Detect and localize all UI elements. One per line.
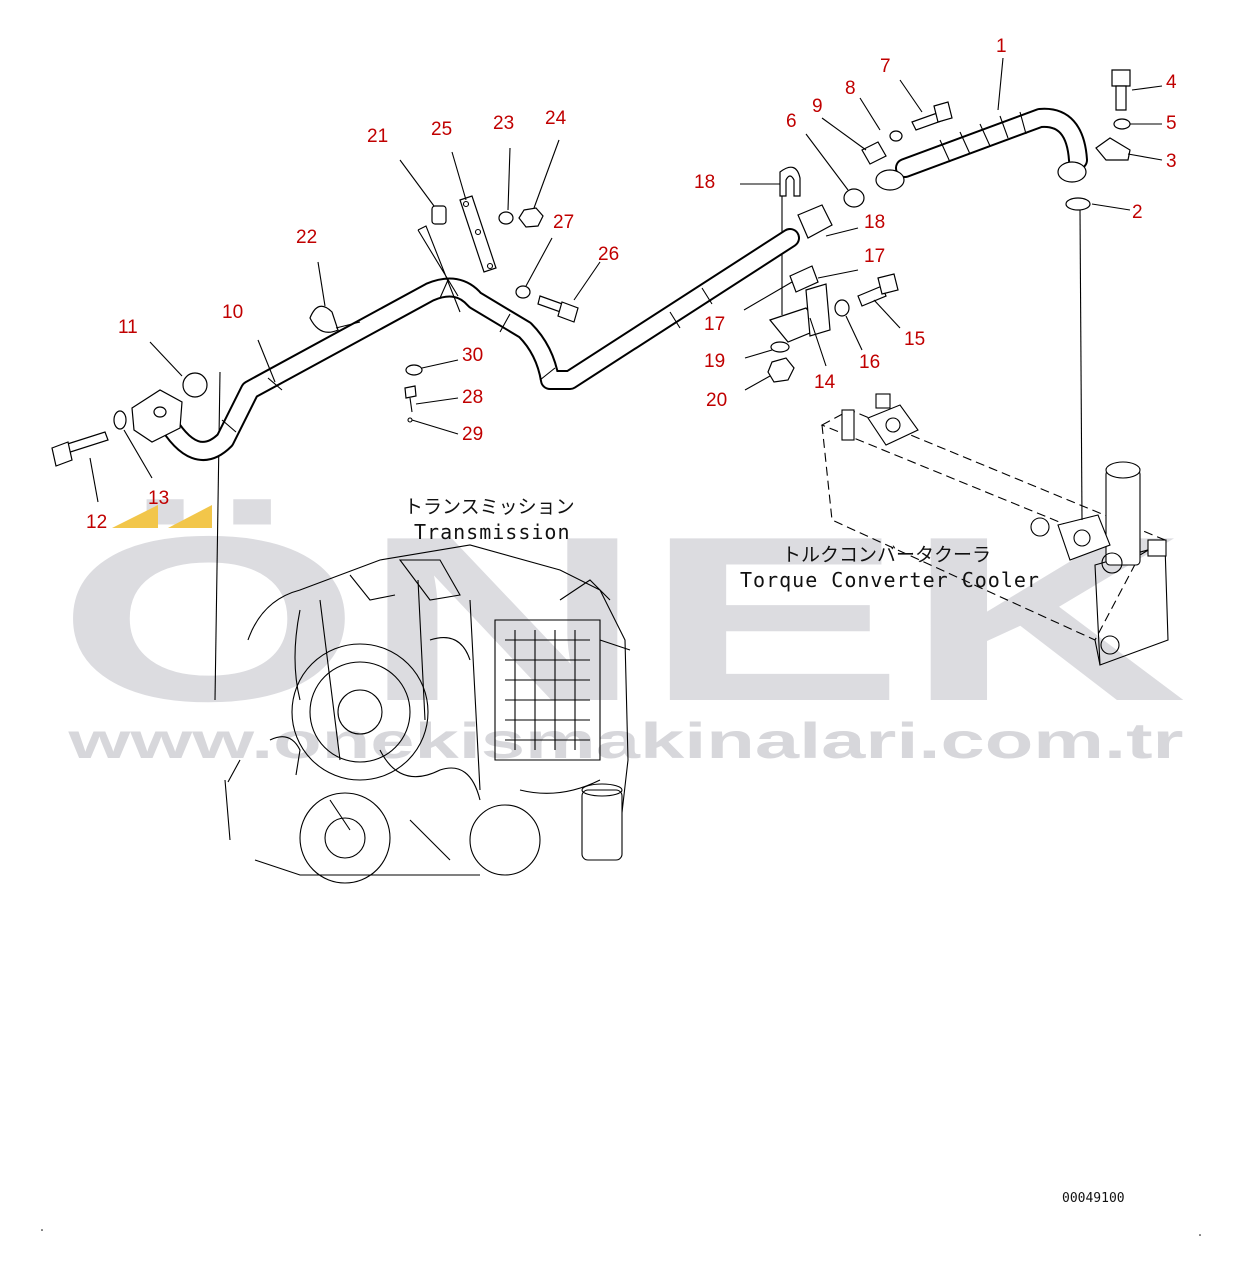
callout-6: 6	[786, 111, 797, 132]
watermark: ÖNEK www.onekismakinalari.com.tr	[57, 487, 1187, 769]
callout-19: 19	[704, 351, 725, 372]
cooler-label-jp: トルクコンバータクーラ	[782, 544, 991, 566]
corner-mark-right	[1199, 1234, 1201, 1236]
callout-12: 12	[86, 512, 107, 533]
transmission-label-jp: トランスミッション	[404, 496, 575, 518]
callout-2: 2	[1132, 202, 1143, 223]
callout-26: 26	[598, 244, 619, 265]
callout-27: 27	[553, 212, 574, 233]
watermark-brand: ÖNEK	[57, 487, 1187, 750]
callout-20: 20	[706, 390, 727, 411]
hose-fitting-right	[1057, 161, 1087, 183]
watermark-accent-right	[168, 505, 212, 528]
drawing-code: 00049100	[1062, 1191, 1125, 1206]
callout-4: 4	[1166, 72, 1177, 93]
callout-17-lower: 17	[704, 314, 725, 335]
hose-1	[875, 107, 1088, 191]
callout-21: 21	[367, 126, 388, 147]
callout-28: 28	[462, 387, 483, 408]
callout-13: 13	[148, 488, 169, 509]
callout-15: 15	[904, 329, 925, 350]
callouts: 1 2 3 4 5 6 7 8 9 10 11 12 13 14 15 16 1…	[86, 36, 1177, 533]
callout-29: 29	[462, 424, 483, 445]
hose-fitting-left	[875, 169, 905, 191]
callout-5: 5	[1166, 113, 1177, 134]
callout-17-upper: 17	[864, 246, 885, 267]
callout-7: 7	[880, 56, 891, 77]
callout-14: 14	[814, 372, 836, 393]
cooler-illustration	[820, 393, 1169, 666]
callout-18-left: 18	[694, 172, 715, 193]
transmission-illustration	[224, 544, 631, 884]
callout-24: 24	[545, 108, 567, 129]
cooler-label-en: Torque Converter Cooler	[740, 568, 1040, 592]
transmission-label-en: Transmission	[414, 520, 571, 544]
callout-11: 11	[118, 317, 138, 338]
leader-tube-to-transmission	[214, 371, 221, 701]
corner-mark-left	[41, 1229, 43, 1231]
watermark-accent-left	[112, 505, 158, 528]
callout-8: 8	[845, 78, 856, 99]
leader-cooler-inlet	[1079, 209, 1083, 521]
callout-25: 25	[431, 119, 452, 140]
callout-23: 23	[493, 113, 514, 134]
callout-3: 3	[1166, 151, 1177, 172]
callout-leaders	[89, 57, 1163, 503]
callout-30: 30	[462, 345, 483, 366]
tube-10	[155, 228, 800, 461]
small-parts	[51, 69, 1131, 467]
callout-22: 22	[296, 227, 317, 248]
callout-16: 16	[859, 352, 880, 373]
assembly-labels: トランスミッション Transmission トルクコンバータクーラ Torqu…	[404, 496, 1040, 592]
callout-9: 9	[812, 96, 823, 117]
callout-10: 10	[222, 302, 243, 323]
callout-18-right: 18	[864, 212, 885, 233]
callout-1: 1	[996, 36, 1007, 57]
watermark-url: www.onekismakinalari.com.tr	[67, 713, 1184, 769]
